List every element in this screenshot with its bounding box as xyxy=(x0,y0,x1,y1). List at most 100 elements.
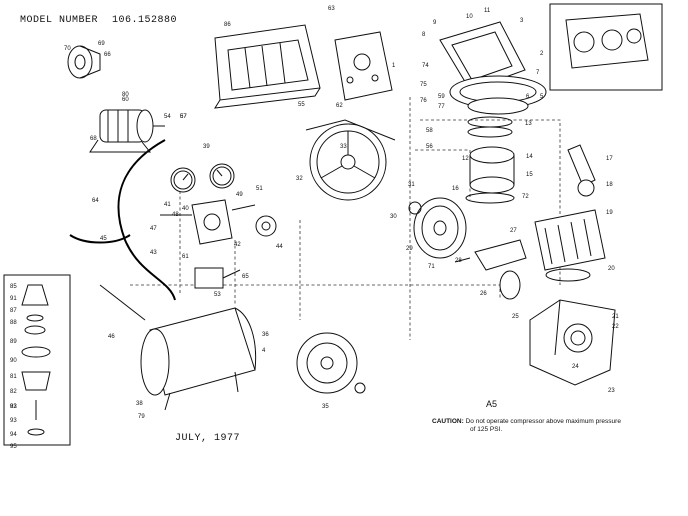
part-number-93: 93 xyxy=(10,418,17,424)
part-number-20: 20 xyxy=(608,266,615,272)
part-number-72: 72 xyxy=(522,194,529,200)
check-valve-part xyxy=(194,267,241,289)
part-number-69: 69 xyxy=(98,41,105,47)
part-number-38: 38 xyxy=(136,401,143,407)
part-number-58: 58 xyxy=(426,128,433,134)
part-number-79: 79 xyxy=(138,414,145,420)
flywheel-part xyxy=(309,123,387,201)
connecting-rod-part xyxy=(567,144,596,197)
part-number-87: 87 xyxy=(10,308,17,314)
part-number-88: 88 xyxy=(10,320,17,326)
part-number-85: 85 xyxy=(10,284,17,290)
part-number-3: 3 xyxy=(520,18,524,24)
part-number-53: 53 xyxy=(214,292,221,298)
part-number-5: 5 xyxy=(540,94,544,100)
wheel-part xyxy=(296,332,366,394)
model-number: 106.152880 xyxy=(112,15,178,26)
part-number-2: 2 xyxy=(540,51,544,57)
part-number-47: 47 xyxy=(150,226,157,232)
part-number-60: 60 xyxy=(122,97,129,103)
part-number-41: 41 xyxy=(164,202,171,208)
part-number-43: 43 xyxy=(150,250,157,256)
part-number-89: 89 xyxy=(10,339,17,345)
part-number-8: 8 xyxy=(422,32,426,38)
part-number-42: 42 xyxy=(234,242,241,248)
caution-line2: of 125 PSI. xyxy=(470,426,503,433)
part-number-83: 83 xyxy=(10,404,17,410)
part-number-62: 62 xyxy=(336,103,343,109)
part-number-33: 33 xyxy=(340,144,347,150)
part-number-10: 10 xyxy=(466,14,473,20)
part-number-26: 26 xyxy=(480,291,487,297)
part-number-70: 70 xyxy=(64,46,71,52)
valve-plate-inset xyxy=(549,3,663,91)
part-number-23: 23 xyxy=(608,388,615,394)
part-number-59: 59 xyxy=(438,94,445,100)
part-number-25: 25 xyxy=(512,314,519,320)
piston-ring-parts xyxy=(465,116,515,204)
part-number-66: 66 xyxy=(104,52,111,58)
pressure-switch-part xyxy=(160,199,256,245)
page-code: A5 xyxy=(486,399,498,409)
part-number-90: 90 xyxy=(10,358,17,364)
date-stamp: JULY, 1977 xyxy=(175,433,241,444)
part-number-35: 35 xyxy=(322,404,329,410)
pressure-gauge-parts xyxy=(170,163,235,193)
part-number-77: 77 xyxy=(438,104,445,110)
part-number-57: 57 xyxy=(180,114,187,120)
part-number-labels: 1234567891011121314151617181920212223242… xyxy=(10,6,619,450)
regulator-part xyxy=(255,215,277,237)
part-number-39: 39 xyxy=(203,144,210,150)
part-number-9: 9 xyxy=(433,20,437,26)
part-number-40: 40 xyxy=(182,206,189,212)
caution-note: CAUTION: Do not operate compressor above… xyxy=(432,418,682,434)
part-number-94: 94 xyxy=(10,432,17,438)
cylinder-part xyxy=(534,209,606,282)
guard-bracket-part xyxy=(334,31,393,101)
part-number-36: 36 xyxy=(262,332,269,338)
part-number-21: 21 xyxy=(612,314,619,320)
pulley-part xyxy=(67,45,101,79)
part-number-16: 16 xyxy=(452,186,459,192)
part-number-7: 7 xyxy=(536,70,540,76)
part-number-82: 82 xyxy=(10,389,17,395)
part-number-4: 4 xyxy=(262,348,266,354)
part-number-63: 63 xyxy=(328,6,335,12)
part-number-75: 75 xyxy=(420,82,427,88)
part-number-48: 48 xyxy=(172,212,179,218)
part-number-81: 81 xyxy=(10,374,17,380)
part-number-12: 12 xyxy=(462,156,469,162)
part-number-56: 56 xyxy=(426,144,433,150)
part-number-28: 28 xyxy=(455,258,462,264)
power-cord xyxy=(69,139,176,301)
part-number-32: 32 xyxy=(296,176,303,182)
crankshaft-part xyxy=(454,239,527,300)
part-number-54: 54 xyxy=(164,114,171,120)
part-number-68: 68 xyxy=(90,136,97,142)
part-number-18: 18 xyxy=(606,182,613,188)
part-number-86: 86 xyxy=(224,22,231,28)
part-number-30: 30 xyxy=(390,214,397,220)
part-number-45: 45 xyxy=(100,236,107,242)
part-number-1: 1 xyxy=(392,63,396,69)
caution-line1: Do not operate compressor above maximum … xyxy=(465,418,621,425)
part-number-44: 44 xyxy=(276,244,283,250)
part-number-61: 61 xyxy=(182,254,189,260)
caution-heading: CAUTION: xyxy=(432,418,464,425)
part-number-13: 13 xyxy=(525,121,532,127)
part-number-11: 11 xyxy=(484,8,491,14)
part-number-91: 91 xyxy=(10,296,17,302)
part-number-24: 24 xyxy=(572,364,579,370)
part-number-67: 67 xyxy=(180,114,187,120)
belt-guard-part xyxy=(214,24,321,109)
part-number-27: 27 xyxy=(510,228,517,234)
part-number-46: 46 xyxy=(108,334,115,340)
electric-motor-part xyxy=(89,109,165,153)
part-number-51: 51 xyxy=(256,186,263,192)
part-number-74: 74 xyxy=(422,63,429,69)
part-number-15: 15 xyxy=(526,172,533,178)
model-label: MODEL NUMBER xyxy=(20,15,99,26)
crankcase-part xyxy=(529,299,616,386)
